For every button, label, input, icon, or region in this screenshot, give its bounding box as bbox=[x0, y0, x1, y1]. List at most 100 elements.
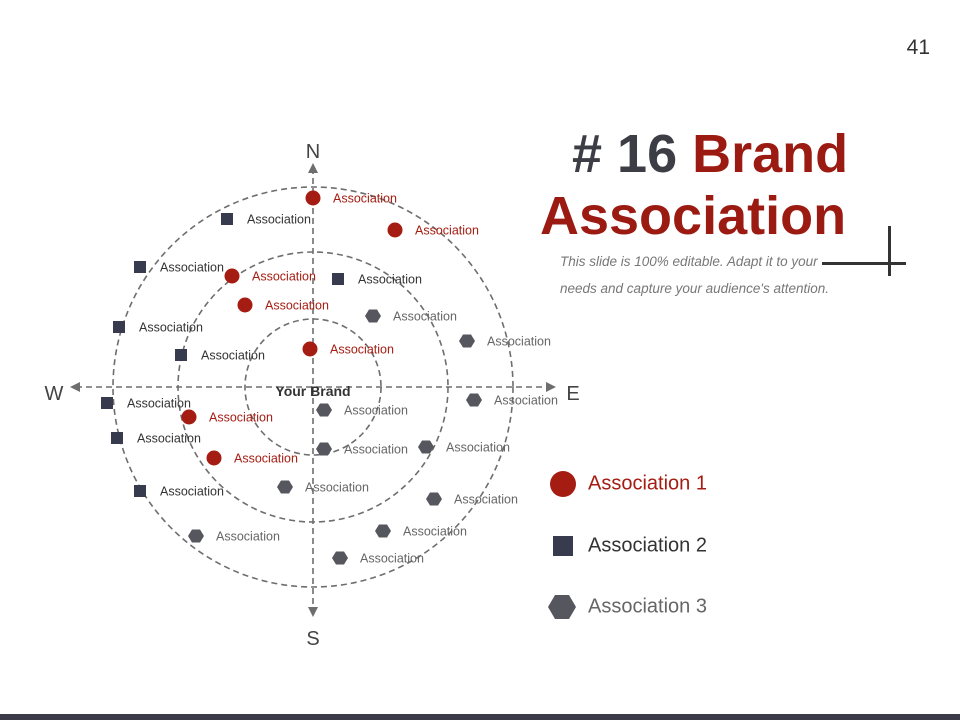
association-label: Association bbox=[344, 404, 408, 418]
association-item-15: Association bbox=[134, 485, 224, 499]
square-marker-icon bbox=[553, 536, 573, 556]
association-label: Association bbox=[393, 310, 457, 324]
association-item-11: Association bbox=[175, 349, 265, 363]
square-marker-icon bbox=[134, 261, 146, 273]
arrow-east bbox=[546, 382, 556, 392]
association-label: Association bbox=[360, 552, 424, 566]
association-label: Association bbox=[160, 261, 224, 275]
legend-label: Association 1 bbox=[588, 472, 707, 495]
association-label: Association bbox=[252, 270, 316, 284]
square-marker-icon bbox=[332, 273, 344, 285]
square-marker-icon bbox=[113, 321, 125, 333]
association-item-12: Association bbox=[332, 273, 422, 287]
hexagon-marker-icon bbox=[459, 334, 475, 348]
association-item-8: Association bbox=[221, 213, 311, 227]
association-item-17: Association bbox=[459, 334, 551, 349]
square-marker-icon bbox=[221, 213, 233, 225]
arrow-south bbox=[308, 607, 318, 617]
association-label: Association bbox=[403, 525, 467, 539]
hexagon-marker-icon bbox=[277, 480, 293, 494]
association-item-24: Association bbox=[375, 524, 467, 539]
direction-east: E bbox=[566, 383, 579, 405]
association-label: Association bbox=[209, 411, 273, 425]
association-item-16: Association bbox=[365, 309, 457, 324]
hexagon-marker-icon bbox=[365, 309, 381, 323]
page-number: 41 bbox=[906, 36, 930, 59]
square-marker-icon bbox=[111, 432, 123, 444]
association-label: Association bbox=[494, 394, 558, 408]
hexagon-marker-icon bbox=[316, 403, 332, 417]
circle-marker-icon bbox=[302, 341, 318, 357]
association-item-10: Association bbox=[113, 321, 203, 335]
association-item-19: Association bbox=[316, 403, 408, 418]
association-label: Association bbox=[160, 485, 224, 499]
association-item-25: Association bbox=[188, 529, 280, 544]
outer-ring bbox=[112, 186, 514, 588]
title-line-1: # 16 Brand bbox=[572, 122, 848, 186]
hexagon-marker-icon bbox=[316, 442, 332, 456]
hexagon-marker-icon bbox=[426, 492, 442, 506]
accent-line-vertical bbox=[888, 226, 891, 276]
square-marker-icon bbox=[175, 349, 187, 361]
title-brand: Brand bbox=[692, 124, 849, 184]
legend-item-association-2: Association 2 bbox=[548, 528, 768, 564]
legend-item-association-1: Association 1 bbox=[548, 466, 768, 502]
association-item-9: Association bbox=[134, 261, 224, 275]
circle-marker-icon bbox=[237, 297, 253, 313]
association-item-13: Association bbox=[101, 397, 191, 411]
association-label: Association bbox=[330, 343, 394, 357]
subtitle-text: This slide is 100% editable. Adapt it to… bbox=[560, 254, 830, 296]
circle-marker-icon bbox=[305, 190, 321, 206]
circle-marker-icon bbox=[550, 471, 576, 497]
association-label: Association bbox=[139, 321, 203, 335]
title-line-2: Association bbox=[540, 186, 847, 246]
circle-marker-icon bbox=[181, 409, 197, 425]
association-item-1: Association bbox=[305, 190, 397, 206]
hexagon-marker-icon bbox=[188, 529, 204, 543]
hexagon-marker-icon bbox=[548, 595, 576, 619]
center-label: Your Brand bbox=[275, 383, 350, 399]
legend-label: Association 2 bbox=[588, 534, 707, 557]
hexagon-marker-icon bbox=[332, 551, 348, 565]
accent-line-horizontal bbox=[822, 262, 906, 265]
association-item-5: Association bbox=[302, 341, 394, 357]
association-label: Association bbox=[415, 224, 479, 238]
association-item-21: Association bbox=[418, 440, 510, 455]
legend-label: Association 3 bbox=[588, 595, 707, 618]
circle-marker-icon bbox=[206, 450, 222, 466]
association-label: Association bbox=[305, 481, 369, 495]
association-label: Association bbox=[216, 530, 280, 544]
association-label: Association bbox=[358, 273, 422, 287]
direction-west: W bbox=[45, 383, 64, 405]
association-item-23: Association bbox=[426, 492, 518, 507]
hexagon-marker-icon bbox=[375, 524, 391, 538]
direction-south: S bbox=[306, 628, 319, 650]
association-label: Association bbox=[446, 441, 510, 455]
axes bbox=[70, 163, 556, 617]
association-item-14: Association bbox=[111, 432, 201, 446]
footer-bar bbox=[0, 714, 960, 720]
association-label: Association bbox=[344, 443, 408, 457]
title-number: # 16 bbox=[572, 124, 678, 184]
association-item-2: Association bbox=[387, 222, 479, 238]
association-item-20: Association bbox=[316, 442, 408, 457]
association-label: Association bbox=[137, 432, 201, 446]
association-item-3: Association bbox=[224, 268, 316, 284]
direction-north: N bbox=[306, 141, 320, 163]
association-item-4: Association bbox=[237, 297, 329, 313]
association-label: Association bbox=[265, 299, 329, 313]
hexagon-marker-icon bbox=[418, 440, 434, 454]
association-label: Association bbox=[201, 349, 265, 363]
arrow-west bbox=[70, 382, 80, 392]
association-label: Association bbox=[454, 493, 518, 507]
arrow-north bbox=[308, 163, 318, 173]
association-label: Association bbox=[247, 213, 311, 227]
association-item-22: Association bbox=[277, 480, 369, 495]
association-item-18: Association bbox=[466, 393, 558, 408]
square-marker-icon bbox=[101, 397, 113, 409]
association-label: Association bbox=[487, 335, 551, 349]
association-items: AssociationAssociationAssociationAssocia… bbox=[101, 190, 558, 566]
legend-item-association-3: Association 3 bbox=[548, 589, 768, 625]
brand-association-diagram: N S E W Your Brand AssociationAssociatio… bbox=[45, 141, 580, 650]
association-item-7: Association bbox=[206, 450, 298, 466]
